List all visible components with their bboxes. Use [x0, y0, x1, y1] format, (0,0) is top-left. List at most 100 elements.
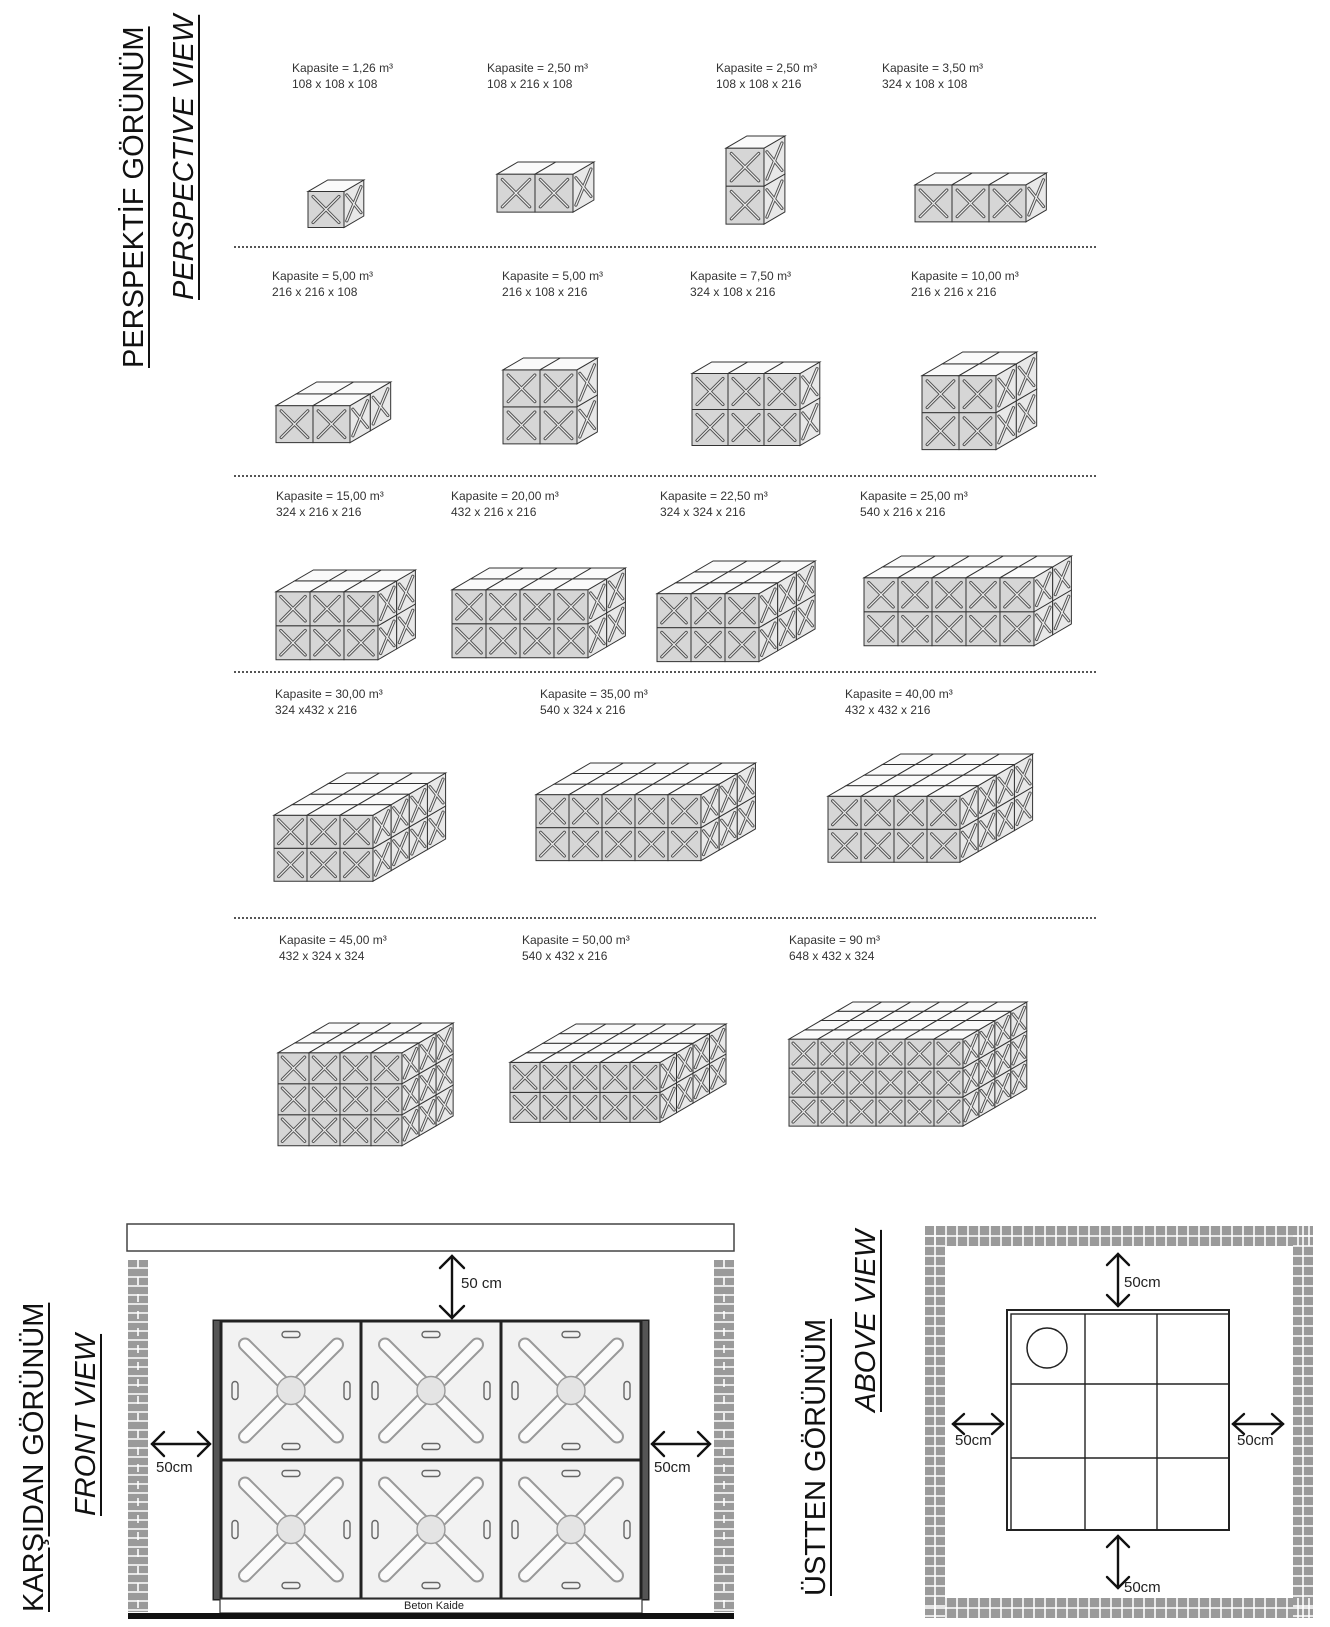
tank-panel [692, 1032, 710, 1074]
tank-capacity: Kapasite = 2,50 m³ [487, 61, 589, 75]
tank-capacity: Kapasite = 90 m³ [789, 933, 881, 947]
tank-panel [606, 601, 626, 648]
tank-panel [587, 612, 608, 659]
above-top-gap-label: 50cm [1124, 1274, 1161, 1291]
tank-panel [339, 847, 374, 882]
tank-panel [553, 623, 589, 659]
tank-panel [451, 623, 487, 659]
tank-panel [995, 400, 1017, 451]
tank-panel [539, 369, 578, 408]
above-left-gap-label: 50cm [955, 1432, 992, 1449]
tank-panel [408, 815, 428, 861]
tank-panel [988, 184, 1027, 223]
tank-panel [308, 1083, 341, 1116]
above-view-diagram [925, 1226, 1313, 1618]
tank-panel [926, 795, 961, 830]
tank-panel [933, 1038, 964, 1069]
tank-drawing [724, 134, 787, 225]
tank-panel [396, 569, 416, 616]
tank-capacity: Kapasite = 25,00 m³ [860, 489, 968, 503]
tank-panel [568, 827, 603, 862]
front-view-title-tr: KARŞIDAN GÖRÜNÜM [18, 1302, 50, 1612]
tank-drawing [690, 361, 822, 447]
tank-panel [275, 625, 311, 661]
tank-panel [700, 783, 720, 829]
front-panel [219, 1319, 363, 1462]
tank-panel [904, 1096, 935, 1127]
tank-panel [675, 1041, 694, 1084]
front-view-title-en: FRONT VIEW [70, 1333, 102, 1516]
tank-dims: 540 x 216 x 216 [860, 505, 946, 519]
tank-panel [846, 1038, 877, 1069]
tank-panel [401, 1042, 420, 1085]
tank-panel [372, 803, 392, 849]
tank-panel [817, 1096, 848, 1127]
tank-panel [931, 611, 967, 647]
tank-panel [277, 1114, 310, 1147]
tank-panel [634, 794, 669, 829]
tank-panel [795, 560, 816, 608]
tank-panel [763, 172, 786, 225]
tank-dims: 324 x 324 x 216 [660, 505, 746, 519]
tank-panel [827, 795, 862, 830]
tank-drawing [534, 762, 758, 862]
tank-panel [999, 577, 1035, 613]
tank-capacity: Kapasite = 2,50 m³ [716, 61, 818, 75]
tank-panel [401, 1073, 420, 1116]
tank-dims: 108 x 108 x 108 [292, 77, 378, 91]
tank-panel [914, 184, 953, 223]
tank-panel [606, 567, 626, 614]
tank-panel [725, 185, 765, 225]
tank-capacity: Kapasite = 35,00 m³ [540, 687, 648, 701]
tank-panel [629, 1061, 661, 1093]
tank-panel [390, 825, 410, 872]
tank-panel [736, 762, 756, 808]
tank-panel [758, 616, 779, 663]
tank-panel [539, 1091, 571, 1123]
tank-panel [418, 1063, 437, 1106]
tank-panel [370, 1114, 403, 1147]
tank-panel [339, 1114, 372, 1147]
tank-panel [691, 409, 729, 447]
row-separator [234, 475, 1096, 477]
tank-drawing [655, 560, 817, 663]
tank-panel [572, 160, 595, 213]
tank-panel [994, 1039, 1012, 1080]
tank-drawing [508, 1022, 728, 1123]
tank-panel [502, 406, 541, 445]
tank-panel [691, 373, 729, 411]
tank-capacity: Kapasite = 15,00 m³ [276, 489, 384, 503]
above-right-gap-label: 50cm [1237, 1432, 1274, 1449]
tank-panel [994, 1068, 1012, 1109]
tank-panel [724, 627, 760, 663]
tank-panel [893, 828, 928, 863]
tank-dims: 432 x 216 x 216 [451, 505, 537, 519]
row-separator [234, 917, 1096, 919]
tank-capacity: Kapasite = 50,00 m³ [522, 933, 630, 947]
tank-panel [426, 804, 447, 851]
tank-capacity: Kapasite = 5,00 m³ [272, 269, 374, 283]
tank-panel [777, 605, 797, 652]
tank-panel [509, 1091, 541, 1123]
tank-panel [372, 836, 392, 882]
tank-panel [999, 611, 1035, 647]
tank-panel [933, 1067, 964, 1098]
tank-panel [306, 814, 341, 849]
tank-panel [568, 794, 603, 829]
tank-panel [339, 814, 374, 849]
tank-panel [401, 1104, 420, 1147]
tank-panel [860, 828, 895, 863]
tank-panel [718, 773, 738, 819]
front-top-gap-label: 50 cm [461, 1275, 502, 1292]
tank-panel [965, 611, 1001, 647]
above-bottom-gap-label: 50cm [1124, 1579, 1161, 1596]
tank-capacity: Kapasite = 1,26 m³ [292, 61, 394, 75]
above-view-title-en: ABOVE VIEW [850, 1229, 882, 1412]
tank-panel [1033, 566, 1054, 613]
tank-capacity: Kapasite = 10,00 m³ [911, 269, 1019, 283]
